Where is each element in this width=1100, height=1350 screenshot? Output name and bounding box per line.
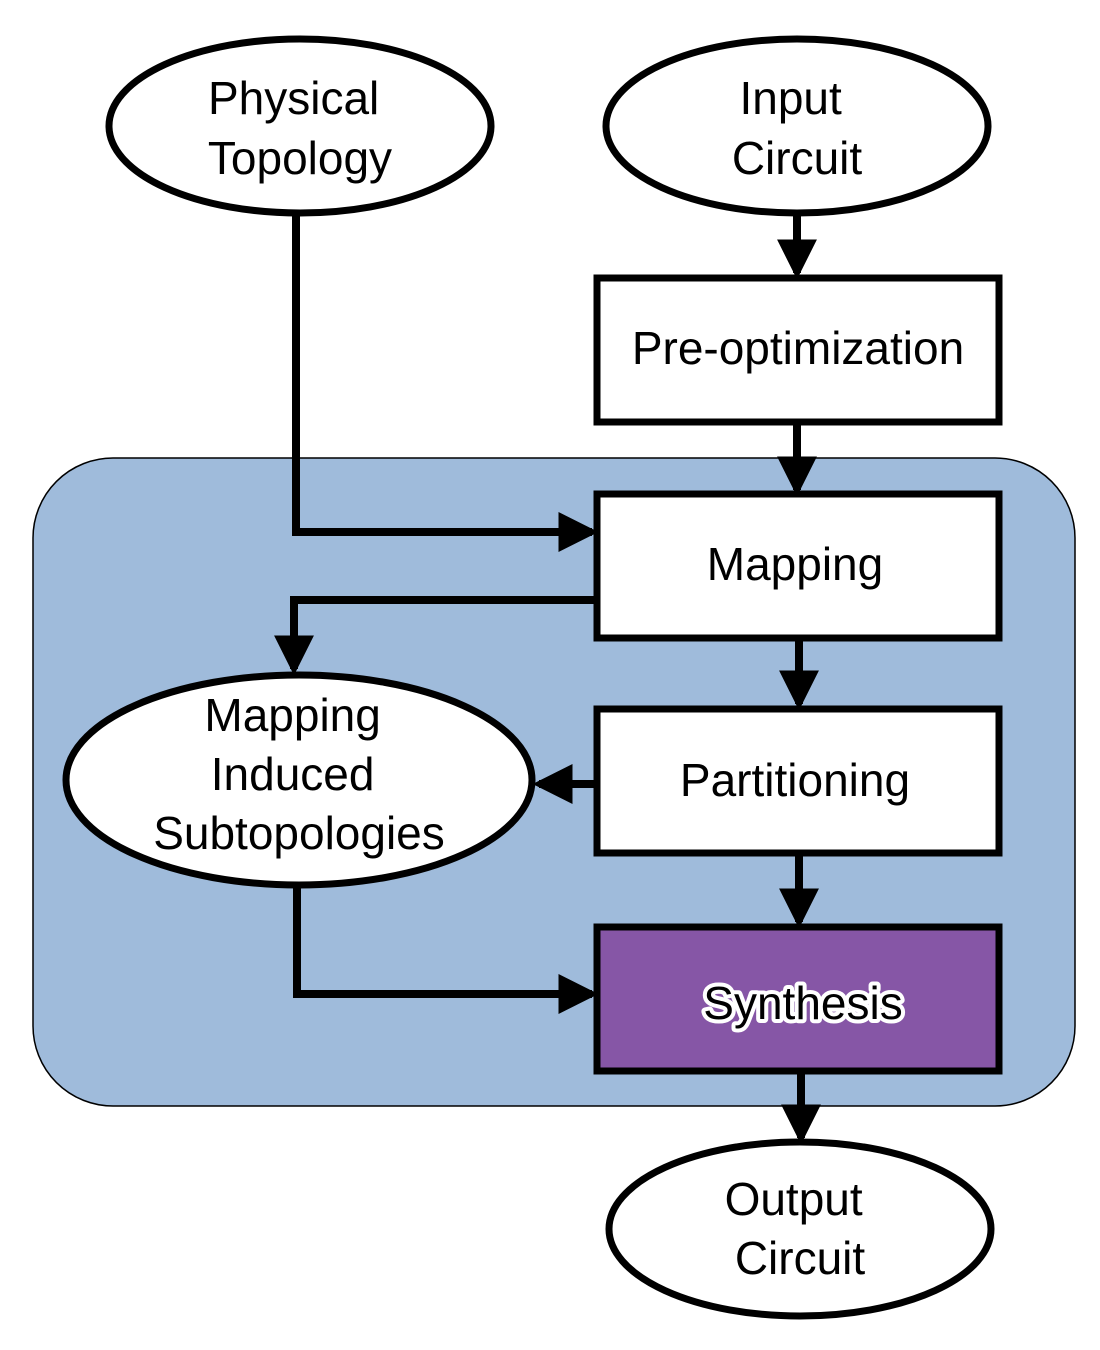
node-partitioning: Partitioning (593, 705, 1003, 857)
physical-topology-shape (105, 35, 495, 217)
node-mapping-induced-subtopologies: Mapping Induced Subtopologies (62, 671, 536, 889)
mapping-induced-subtopologies-line-1: Mapping (204, 689, 380, 741)
physical-topology-line-2: Topology (208, 132, 392, 184)
node-mapping: Mapping (593, 490, 1003, 642)
input-circuit-shape (602, 35, 992, 217)
mapping-induced-subtopologies-line-2: Induced (211, 748, 375, 800)
node-synthesis: Synthesis (593, 923, 1003, 1075)
synthesis-shape (593, 923, 1003, 1075)
mapping-shape (593, 490, 1003, 642)
output-circuit-shape (605, 1138, 995, 1320)
synthesis-label: Synthesis (703, 977, 902, 1029)
mapping-label: Mapping (707, 538, 883, 590)
mapping-induced-subtopologies-label: Mapping Induced Subtopologies (153, 689, 445, 859)
pre-optimization-shape (593, 274, 1003, 426)
physical-topology-label: Physical Topology (208, 72, 392, 184)
input-circuit-label: Input Circuit (732, 72, 863, 184)
node-pre-optimization: Pre-optimization (593, 274, 1003, 426)
edges (274, 213, 821, 1145)
partitioning-label: Partitioning (680, 754, 910, 806)
output-circuit-line-1: Output (725, 1173, 863, 1225)
node-physical-topology: Physical Topology (105, 35, 495, 217)
node-input-circuit: Input Circuit (602, 35, 992, 217)
mapping-induced-subtopologies-shape (62, 671, 536, 889)
input-circuit-line-2: Circuit (732, 132, 863, 184)
edge-subtopologies-to-synthesis (293, 887, 599, 1014)
node-output-circuit: Output Circuit (605, 1138, 995, 1320)
partitioning-shape (593, 705, 1003, 857)
output-circuit-label: Output Circuit (725, 1173, 876, 1284)
edge-physical-topology-to-mapping (292, 213, 599, 552)
edge-mapping-to-subtopologies (274, 596, 598, 676)
input-circuit-line-1: Input (739, 72, 842, 124)
output-circuit-line-2: Circuit (735, 1232, 866, 1284)
pre-optimization-label: Pre-optimization (632, 322, 964, 374)
physical-topology-line-1: Physical (208, 72, 379, 124)
mapping-induced-subtopologies-line-3: Subtopologies (153, 807, 445, 859)
